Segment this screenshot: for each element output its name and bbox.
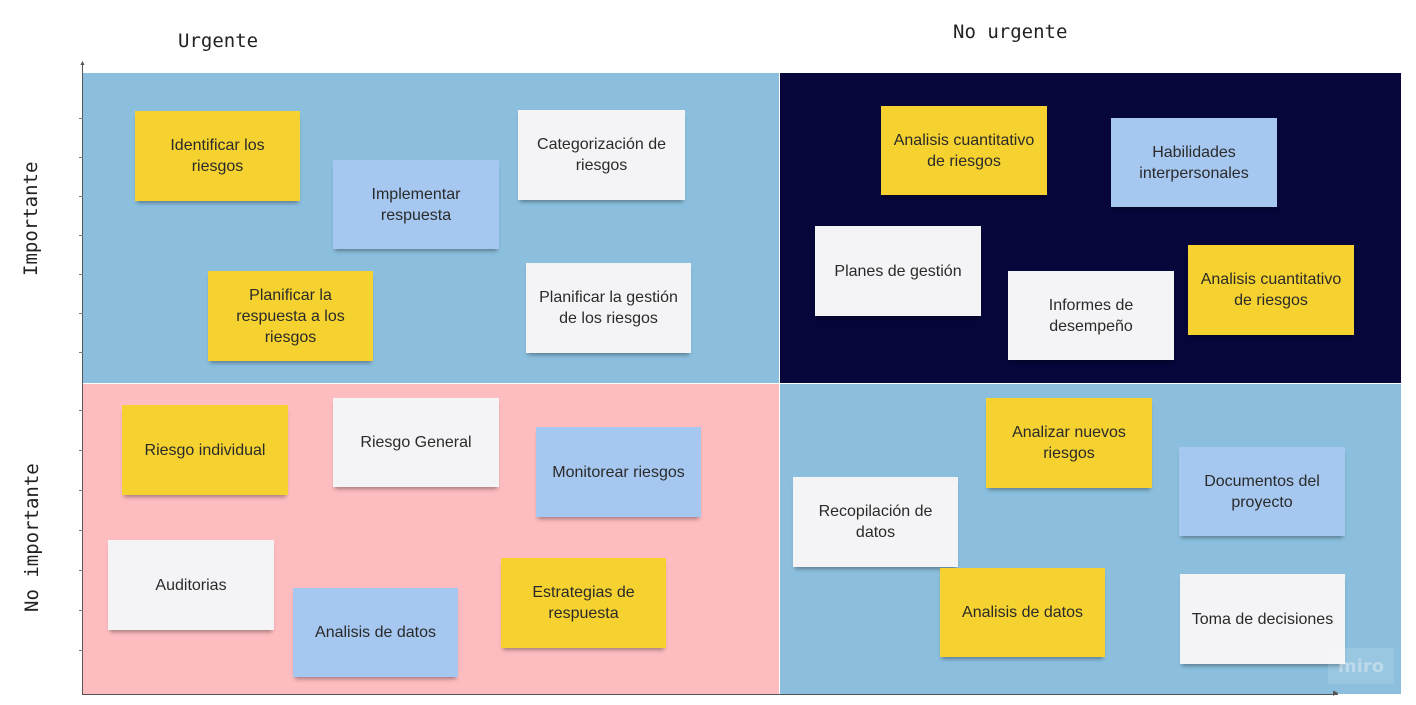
sticky-note[interactable]: Planificar la respuesta a los riesgos <box>208 271 373 361</box>
sticky-note-text: Riesgo General <box>360 434 472 451</box>
y-axis-tick <box>79 118 83 119</box>
y-axis-tick <box>79 450 83 451</box>
sticky-note[interactable]: Identificar los riesgos <box>135 111 300 201</box>
sticky-note-text: Analizar nuevos riesgos <box>1012 424 1126 462</box>
sticky-note-text: Identificar los riesgos <box>170 137 265 175</box>
sticky-note-text: Analisis cuantitativo de riesgos <box>893 131 1035 170</box>
sticky-note[interactable]: Analisis de datos <box>293 588 458 677</box>
sticky-note-text: Riesgo individual <box>144 441 266 459</box>
y-axis-tick <box>79 650 83 651</box>
sticky-note-text: Auditorias <box>155 576 227 594</box>
sticky-note[interactable]: Analizar nuevos riesgos <box>986 398 1152 488</box>
sticky-note[interactable]: Monitorear riesgos <box>536 427 701 517</box>
y-axis-tick <box>79 235 83 236</box>
sticky-note-text: Monitorear riesgos <box>552 463 685 481</box>
sticky-note-text: Informes de desempeño <box>1048 296 1134 335</box>
sticky-note[interactable]: Categorización de riesgos <box>518 110 685 200</box>
sticky-note-text: Habilidades interpersonales <box>1139 143 1249 182</box>
sticky-note[interactable]: Analisis cuantitativo de riesgos <box>881 106 1047 195</box>
y-axis-tick <box>79 490 83 491</box>
x-axis <box>82 694 1338 695</box>
sticky-note-text: Implementar respuesta <box>371 185 461 224</box>
miro-watermark: miro <box>1328 648 1394 684</box>
sticky-note-text: Analisis cuantitativo de riesgos <box>1200 271 1342 309</box>
y-axis-tick <box>79 410 83 411</box>
row-label-not-important: No importante <box>21 463 43 612</box>
sticky-note[interactable]: Riesgo individual <box>122 405 288 495</box>
sticky-note-text: Recopilación de datos <box>818 503 933 541</box>
x-axis-arrow-icon: ▶ <box>1333 690 1339 697</box>
sticky-note-text: Categorización de riesgos <box>537 136 666 174</box>
sticky-note[interactable]: Habilidades interpersonales <box>1111 118 1277 207</box>
y-axis-tick <box>79 313 83 314</box>
sticky-note[interactable]: Documentos del proyecto <box>1179 447 1345 536</box>
sticky-note-text: Analisis de datos <box>962 604 1083 621</box>
y-axis-tick <box>79 530 83 531</box>
y-axis-tick <box>79 352 83 353</box>
column-label-urgent: Urgente <box>178 30 259 52</box>
sticky-note-text: Planificar la respuesta a los riesgos <box>236 286 345 346</box>
sticky-note[interactable]: Toma de decisiones <box>1180 574 1345 664</box>
row-label-important: Importante <box>20 161 42 276</box>
y-axis-tick <box>79 610 83 611</box>
column-label-not-urgent: No urgente <box>953 21 1068 43</box>
sticky-note-text: Planificar la gestión de los riesgos <box>539 289 678 327</box>
sticky-note-text: Planes de gestión <box>834 262 962 280</box>
sticky-note-text: Estrategias de respuesta <box>532 584 635 622</box>
y-axis <box>82 64 83 695</box>
y-axis-arrow-icon: ▲ <box>79 60 86 67</box>
sticky-note[interactable]: Informes de desempeño <box>1008 271 1174 360</box>
y-axis-tick <box>79 196 83 197</box>
sticky-note[interactable]: Estrategias de respuesta <box>501 558 666 648</box>
sticky-note-text: Documentos del proyecto <box>1204 472 1320 511</box>
y-axis-tick <box>79 570 83 571</box>
y-axis-tick <box>79 274 83 275</box>
sticky-note-text: Toma de decisiones <box>1191 610 1334 628</box>
sticky-note[interactable]: Planificar la gestión de los riesgos <box>526 263 691 353</box>
y-axis-tick <box>79 157 83 158</box>
sticky-note[interactable]: Riesgo General <box>333 398 499 487</box>
sticky-note[interactable]: Analisis de datos <box>940 568 1105 657</box>
sticky-note[interactable]: Analisis cuantitativo de riesgos <box>1188 245 1354 335</box>
sticky-note[interactable]: Recopilación de datos <box>793 477 958 567</box>
sticky-note[interactable]: Implementar respuesta <box>333 160 499 249</box>
sticky-note[interactable]: Auditorias <box>108 540 274 630</box>
sticky-note-text: Analisis de datos <box>315 624 436 641</box>
sticky-note[interactable]: Planes de gestión <box>815 226 981 316</box>
